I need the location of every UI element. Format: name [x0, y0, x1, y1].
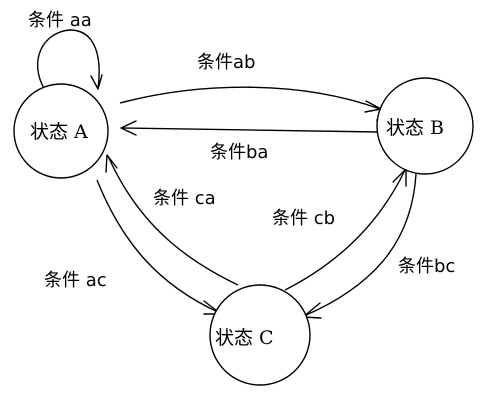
node-c-circle	[209, 284, 311, 386]
node-c-label: 状态 C	[215, 327, 274, 349]
edge-bc-label: 条件bc	[398, 256, 455, 277]
edge-aa-loop	[36, 29, 100, 91]
edge-ac	[96, 179, 221, 314]
edge-cb-label: 条件 cb	[272, 208, 335, 229]
node-a-label: 状态 A	[30, 121, 88, 143]
node-b-label: 状态 B	[386, 117, 444, 139]
edge-cb-arrowhead	[392, 168, 407, 187]
edge-ba	[121, 118, 379, 133]
edge-ba-arrowhead	[120, 120, 137, 136]
node-b-circle	[376, 77, 474, 175]
edge-ca	[107, 155, 239, 286]
edge-ca-arrowhead	[105, 154, 118, 173]
edge-aa-arrowhead	[90, 74, 103, 90]
edge-ab	[119, 86, 381, 110]
edge-aa-label: 条件 aa	[28, 10, 92, 31]
edge-cb	[284, 169, 406, 291]
edge-ab-label: 条件ab	[197, 52, 255, 73]
edge-ba-label: 条件ba	[210, 142, 268, 163]
node-a-circle	[13, 83, 109, 179]
edge-bc	[303, 173, 417, 317]
edge-ac-label: 条件 ac	[44, 270, 107, 291]
edge-ca-label: 条件 ca	[153, 188, 216, 209]
